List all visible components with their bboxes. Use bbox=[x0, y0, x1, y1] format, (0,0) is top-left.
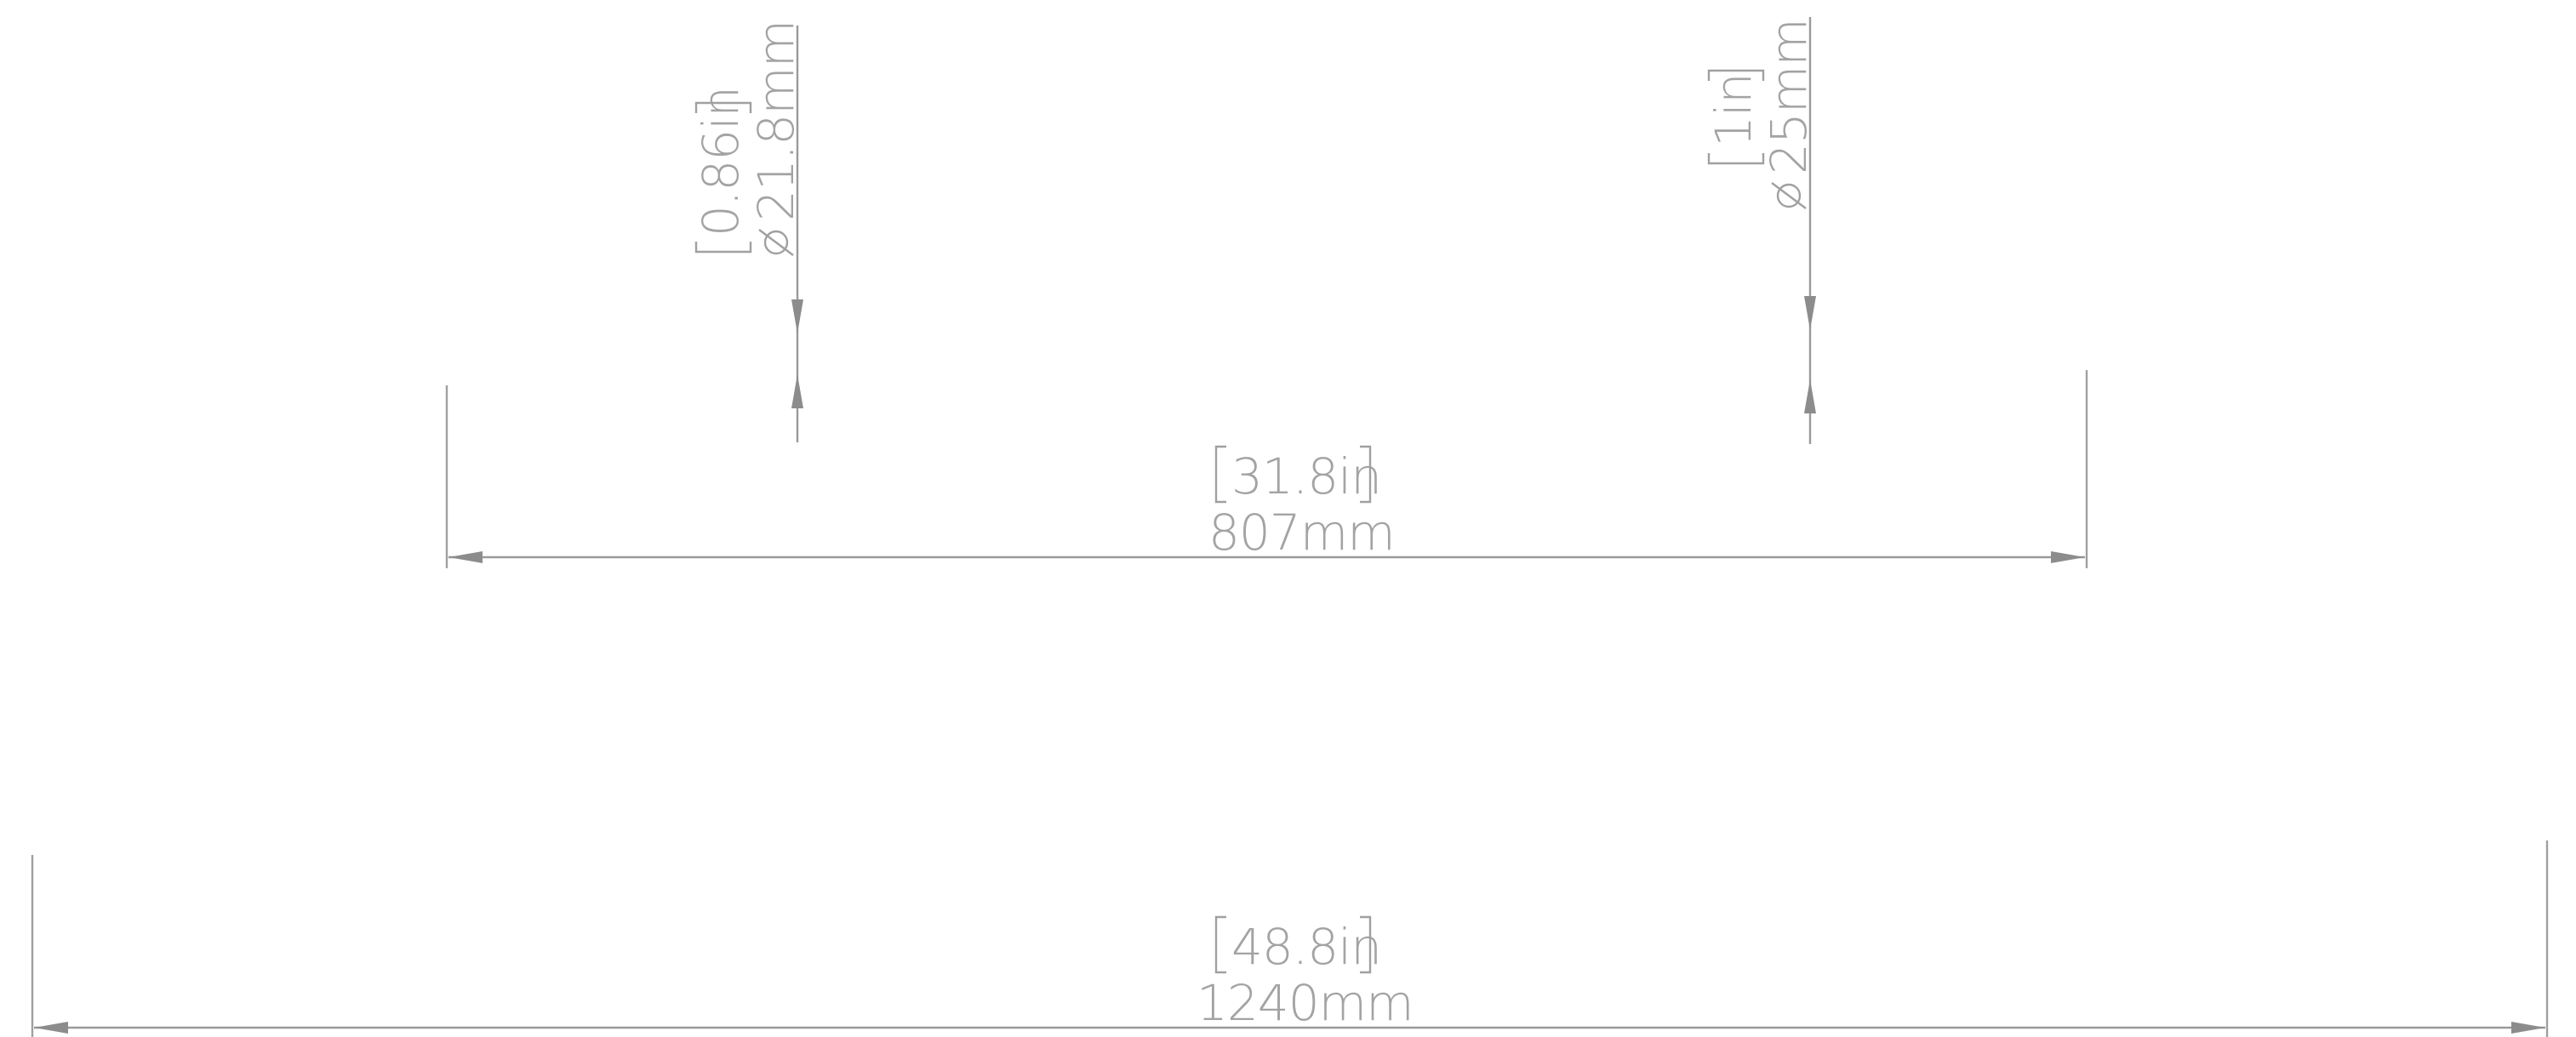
overall-width-imperial: 48.8in bbox=[1231, 918, 1381, 976]
middle-width-imperial-group: 31.8in bbox=[1214, 445, 1382, 505]
diameter-right-phi-icon bbox=[1771, 182, 1807, 209]
middle-width-bracket-close bbox=[1360, 445, 1372, 504]
diameter-left-label: 21.8mm 0.86in bbox=[692, 20, 805, 256]
diameter-right-bracket-open bbox=[1707, 153, 1765, 165]
overall-width-dimension: 48.8in 1240mm bbox=[31, 840, 2549, 1037]
overall-width-arrow-left bbox=[34, 1022, 68, 1034]
diameter-dimension-right: 25mm 1in bbox=[1705, 17, 1818, 444]
overall-width-bracket-close bbox=[1360, 915, 1372, 974]
overall-width-imperial-group: 48.8in bbox=[1214, 915, 1382, 976]
diameter-left-bracket-close bbox=[694, 101, 752, 113]
overall-width-bracket-open bbox=[1214, 915, 1226, 974]
diameter-left-phi-icon bbox=[758, 229, 794, 256]
diameter-left-bracket-open bbox=[694, 242, 752, 254]
middle-width-arrow-left bbox=[448, 551, 483, 563]
diameter-left-arrow-down bbox=[791, 299, 803, 333]
diameter-left-metric: 21.8mm bbox=[747, 20, 805, 221]
overall-width-metric: 1240mm bbox=[1197, 974, 1414, 1032]
diameter-left-arrow-up bbox=[791, 374, 803, 408]
diameter-right-arrow-up bbox=[1804, 379, 1816, 413]
middle-width-bracket-open bbox=[1214, 445, 1226, 504]
diameter-right-arrow-down bbox=[1804, 296, 1816, 330]
diameter-right-bracket-close bbox=[1707, 69, 1765, 81]
diameter-right-metric: 25mm bbox=[1760, 19, 1818, 174]
diameter-right-label: 25mm 1in bbox=[1705, 19, 1818, 209]
diameter-dimension-left: 21.8mm 0.86in bbox=[692, 20, 805, 442]
middle-width-imperial: 31.8in bbox=[1231, 447, 1381, 505]
diameter-right-imperial: 1in bbox=[1705, 73, 1762, 147]
middle-width-metric: 807mm bbox=[1208, 504, 1395, 561]
overall-width-arrow-right bbox=[2511, 1022, 2545, 1034]
diameter-right-imperial-group: 1in bbox=[1705, 69, 1765, 165]
middle-width-dimension: 31.8in 807mm bbox=[445, 370, 2088, 568]
middle-width-arrow-right bbox=[2051, 551, 2085, 563]
diameter-left-imperial: 0.86in bbox=[692, 87, 750, 236]
diameter-left-imperial-group: 0.86in bbox=[692, 87, 752, 254]
